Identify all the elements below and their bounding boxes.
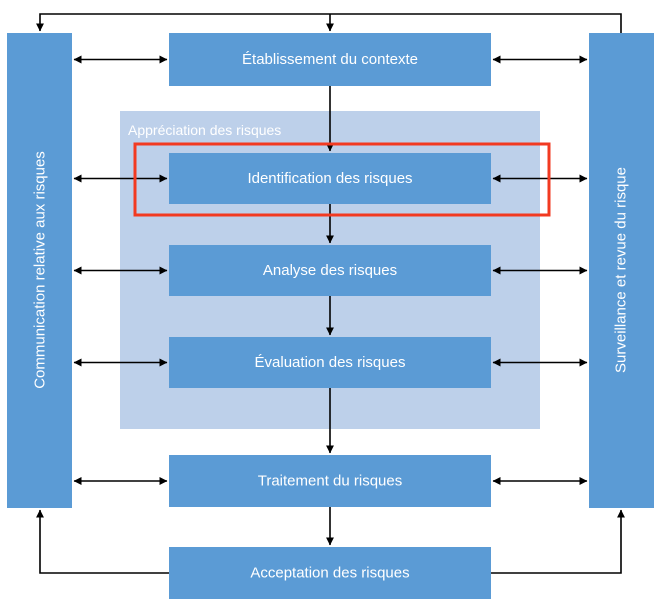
step-treatment-box <box>169 455 491 507</box>
communication-bar <box>7 33 72 508</box>
step-analysis-label: Analyse des risques <box>263 262 397 279</box>
step-treatment-label: Traitement du risques <box>258 473 403 490</box>
step-identification-box <box>169 153 491 204</box>
risk-assessment-group-label: Appréciation des risques <box>128 122 281 138</box>
acceptance-to-communication <box>36 509 169 574</box>
step-evaluation-label: Évaluation des risques <box>255 354 406 371</box>
monitoring-label: Surveillance et revue du risque <box>613 167 630 373</box>
identification-highlight-frame <box>133 142 551 217</box>
step-context-label: Établissement du contexte <box>242 51 418 68</box>
step-evaluation-box <box>169 337 491 388</box>
step-identification-label: Identification des risques <box>247 170 412 187</box>
monitoring-bar <box>589 33 654 508</box>
acceptance-to-monitoring <box>491 509 625 574</box>
step-acceptance-box <box>169 547 491 599</box>
communication-label: Communication relative aux risques <box>32 151 49 389</box>
step-acceptance-label: Acceptation des risques <box>250 565 409 582</box>
step-analysis-box <box>169 245 491 296</box>
step-context-box <box>169 33 491 86</box>
